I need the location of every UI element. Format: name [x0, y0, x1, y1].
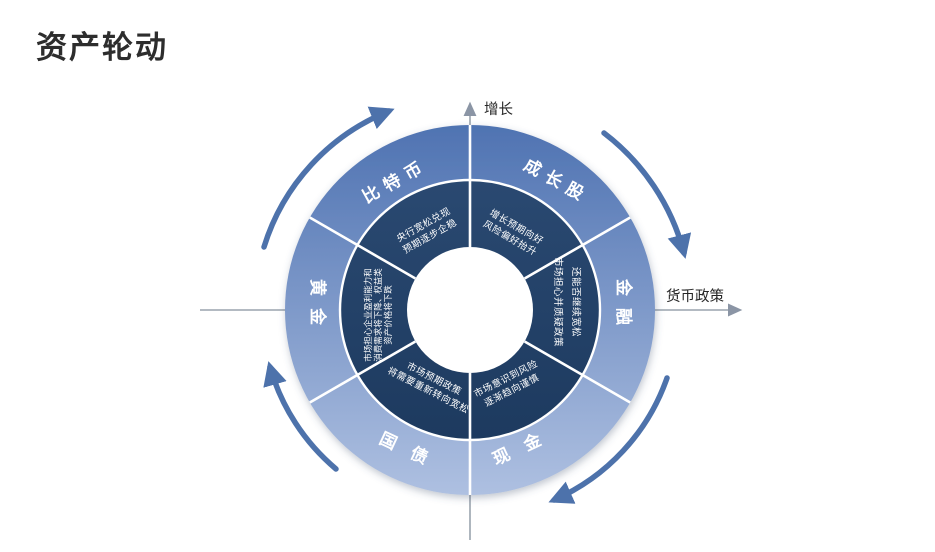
desc-line: 消费需求将下降、权益类 [373, 268, 383, 362]
divider-lower-left [309, 340, 417, 404]
divider-lower-right [523, 340, 631, 404]
rotation-arrow-top-left [261, 106, 395, 250]
vertical-axis-label: 增长 [484, 101, 513, 118]
divider-upper-left [309, 216, 417, 280]
page-title: 资产轮动 [36, 30, 168, 65]
segment-desc-financials: 市场担心并质疑政策 还能否继续宽松 [552, 257, 582, 347]
horizontal-axis-label: 货币政策 [666, 288, 724, 305]
rotation-wheel: 比特币 成长股 金融 现金 国债 黄金 央行宽松兑现 预期逐步企稳 增长预期向好… [285, 125, 655, 495]
desc-line: 市场担心企业盈利能力和 [363, 268, 373, 362]
segment-label-gold: 黄金 [308, 279, 328, 337]
divider-upper-right [523, 216, 631, 280]
rotation-arrows [261, 106, 692, 504]
segment-label-financials: 金融 [614, 278, 634, 337]
rotation-arrow-bottom-left [263, 361, 339, 472]
center-circle [407, 247, 533, 373]
desc-line: 资产价格将下跌 [383, 285, 393, 345]
desc-line: 还能否继续宽松 [570, 267, 582, 337]
segment-desc-gold: 市场担心企业盈利能力和 消费需求将下降、权益类 资产价格将下跌 [363, 268, 393, 362]
segment-dividers [309, 125, 631, 495]
rotation-arrow-top-right [601, 130, 692, 259]
desc-line: 市场担心并质疑政策 [552, 257, 564, 347]
rotation-arrow-bottom-right [548, 375, 670, 504]
